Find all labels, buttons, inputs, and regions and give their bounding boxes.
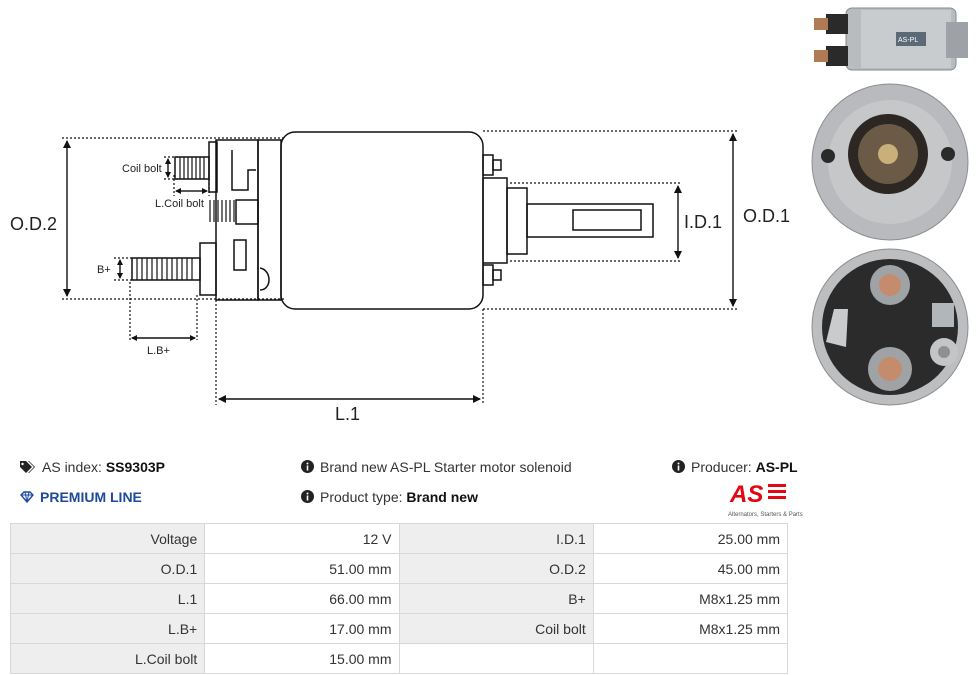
spec-label: Coil bolt (398, 613, 594, 644)
product-photo-front (811, 83, 969, 241)
logo-tagline: Alternators, Starters & Parts (728, 512, 803, 518)
spec-label: O.D.2 (398, 553, 594, 584)
spec-label: Voltage (9, 523, 206, 554)
photo-plate-text: AS-PL (898, 37, 918, 44)
product-photo-terminals (811, 248, 969, 406)
l-coil-bolt-label: L.Coil bolt (155, 198, 204, 210)
spec-value: M8x1.25 mm (592, 613, 789, 644)
table-row: Voltage 12 V I.D.1 25.00 mm (9, 523, 789, 554)
description: Brand new AS-PL Starter motor solenoid (301, 459, 572, 476)
spec-value: 51.00 mm (204, 553, 400, 584)
spec-label: L.1 (9, 583, 206, 614)
product-type: Product type: Brand new (301, 489, 478, 506)
spec-label: B+ (398, 583, 594, 614)
id1-label: I.D.1 (684, 212, 722, 232)
spec-value: 66.00 mm (204, 583, 400, 614)
description-text: Brand new AS-PL Starter motor solenoid (320, 459, 572, 475)
premium-line-badge: PREMIUM LINE (20, 489, 142, 506)
spec-label: L.Coil bolt (9, 643, 206, 674)
producer-logo[interactable]: AS Alternators, Starters & Parts (728, 480, 803, 518)
od2-label: O.D.2 (10, 214, 57, 234)
product-type-label: Product type: (320, 489, 403, 505)
spec-label: I.D.1 (398, 523, 594, 554)
table-row: L.Coil bolt 15.00 mm (9, 643, 789, 674)
table-row: L.B+ 17.00 mm Coil bolt M8x1.25 mm (9, 613, 789, 644)
logo-text: AS (729, 481, 763, 506)
spec-label (398, 643, 594, 674)
spec-value: 25.00 mm (592, 523, 789, 554)
as-index: AS index: SS9303P (20, 459, 165, 476)
solenoid-dimension-diagram: O.D.2 O.D.1 I.D.1 L.1 Coil bolt L.Coil b… (10, 130, 790, 424)
diamond-icon (20, 490, 34, 506)
l1-label: L.1 (335, 404, 360, 424)
producer-label: Producer: (691, 459, 752, 475)
spec-value: 45.00 mm (592, 553, 789, 584)
spec-label: L.B+ (9, 613, 206, 644)
spec-value: M8x1.25 mm (592, 583, 789, 614)
b-plus-label: B+ (97, 264, 111, 276)
spec-value: 15.00 mm (204, 643, 400, 674)
producer: Producer: AS-PL (672, 459, 798, 476)
info-icon (301, 460, 314, 476)
spec-value: 17.00 mm (204, 613, 400, 644)
tags-icon (20, 460, 36, 476)
spec-label: O.D.1 (9, 553, 206, 584)
l-b-plus-label: L.B+ (147, 345, 170, 357)
info-icon (672, 460, 685, 476)
product-type-value: Brand new (406, 489, 478, 505)
table-row: L.1 66.00 mm B+ M8x1.25 mm (9, 583, 789, 614)
coil-bolt-label: Coil bolt (122, 163, 162, 175)
spec-value (592, 643, 789, 674)
spec-value: 12 V (204, 523, 400, 554)
info-icon (301, 490, 314, 506)
as-index-label: AS index: (42, 459, 102, 475)
producer-value: AS-PL (755, 459, 798, 475)
specs-table: Voltage 12 V I.D.1 25.00 mm O.D.1 51.00 … (9, 523, 789, 674)
as-index-value: SS9303P (105, 459, 165, 475)
od1-label: O.D.1 (743, 206, 790, 226)
table-row: O.D.1 51.00 mm O.D.2 45.00 mm (9, 553, 789, 584)
premium-line-text: PREMIUM LINE (40, 489, 142, 505)
product-photo-side: AS-PL (814, 7, 968, 71)
